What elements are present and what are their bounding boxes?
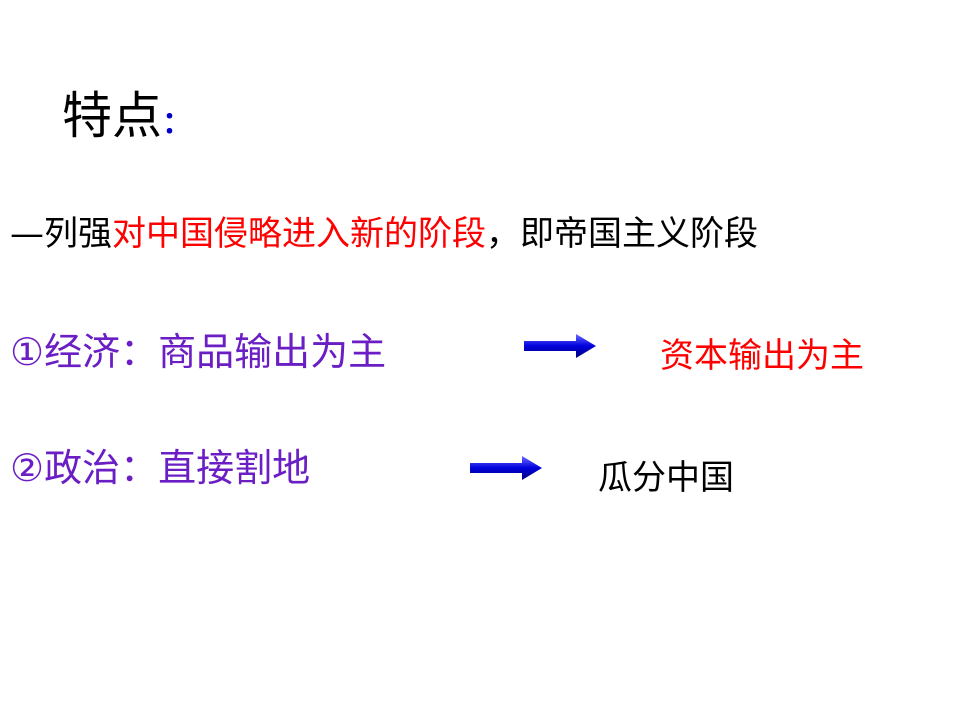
intro-prefix: —列强 — [10, 214, 112, 254]
title-text: 特点 — [62, 87, 162, 145]
intro-line: —列强对中国侵略进入新的阶段，即帝国主义阶段 — [10, 212, 758, 256]
item-politics-result: 瓜分中国 — [598, 458, 734, 498]
intro-suffix: ，即帝国主义阶段 — [486, 214, 758, 254]
right-arrow-icon — [524, 334, 596, 358]
intro-highlight: 对中国侵略进入新的阶段 — [112, 214, 486, 254]
slide-title: 特点： — [62, 86, 192, 154]
title-colon: ： — [162, 106, 192, 141]
right-arrow-icon — [470, 456, 542, 480]
item-economy-result: 资本输出为主 — [660, 336, 864, 376]
item-politics-label: ②政治：直接割地 — [10, 446, 311, 490]
item-economy-label: ①经济：商品输出为主 — [10, 330, 387, 374]
